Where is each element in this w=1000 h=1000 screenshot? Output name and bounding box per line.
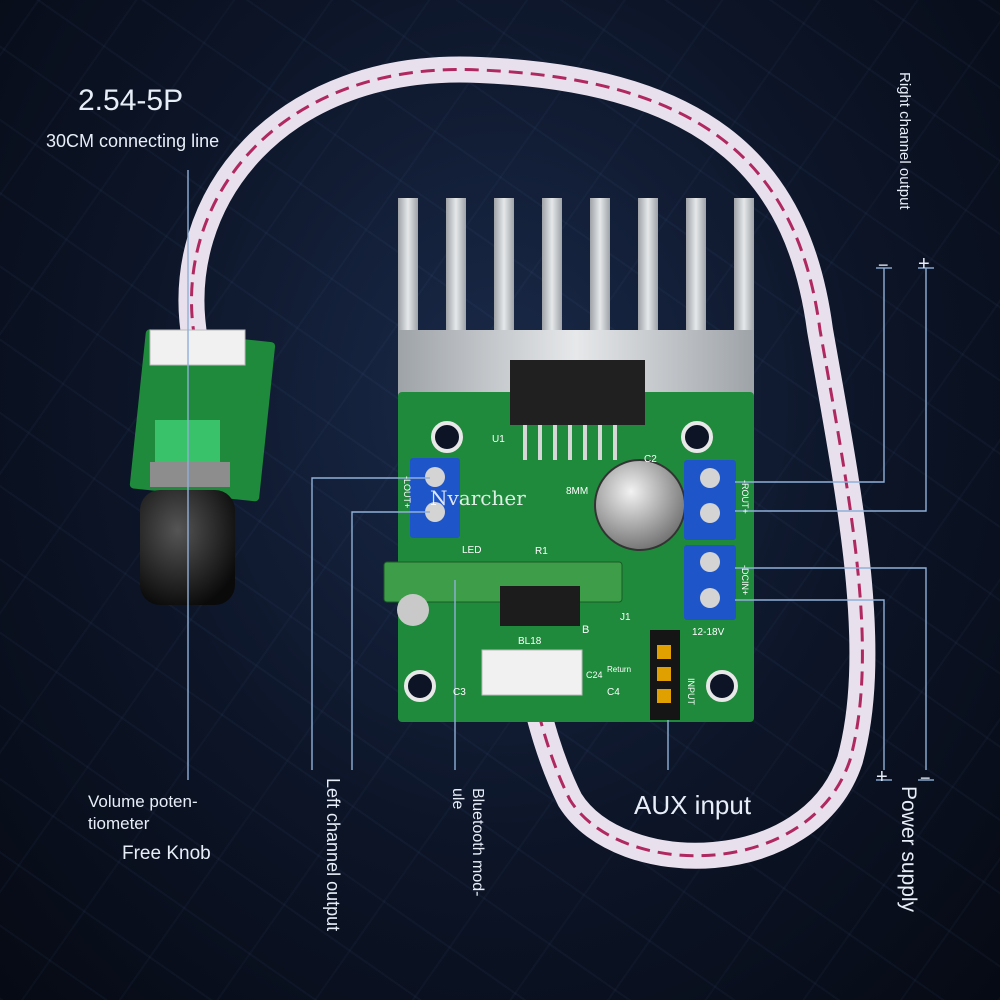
free-knob-label: Free Knob bbox=[122, 843, 211, 864]
mark-led: LED bbox=[462, 545, 481, 556]
mark-c3: C3 bbox=[453, 687, 466, 698]
mark-rout: -ROUT+ bbox=[740, 480, 750, 514]
mark-j1: J1 bbox=[620, 612, 631, 623]
volume-label-line1: Volume poten- bbox=[88, 792, 198, 811]
mark-dcin: -DCIN+ bbox=[740, 565, 750, 595]
watermark-text: Nvarcher bbox=[430, 486, 526, 510]
plus-top-label: + bbox=[918, 253, 930, 275]
power-supply-label: Power supply bbox=[897, 786, 920, 913]
ribbon-cable bbox=[178, 56, 876, 869]
mark-c2: C2 bbox=[644, 454, 657, 465]
left-channel-label: Left channel output bbox=[323, 778, 343, 932]
leader-lines bbox=[187, 170, 934, 781]
volume-label-line2: tiometer bbox=[88, 814, 150, 833]
aux-input-label: AUX input bbox=[634, 790, 752, 820]
connector-subtitle: 30CM connecting line bbox=[46, 131, 220, 151]
connector-title: 2.54-5P bbox=[78, 84, 184, 117]
mark-voltage: 12-18V bbox=[692, 627, 725, 638]
mark-b: B bbox=[582, 624, 589, 636]
minus-top-label: − bbox=[878, 255, 889, 275]
mark-r1: R1 bbox=[535, 546, 548, 557]
mark-lout: -LOUT+ bbox=[402, 476, 412, 508]
amplifier-board bbox=[383, 198, 754, 722]
mark-return: Return bbox=[607, 665, 631, 674]
plus-bottom-label: + bbox=[876, 766, 888, 788]
minus-bottom-label: − bbox=[920, 768, 931, 788]
mark-u1: U1 bbox=[492, 434, 505, 445]
mark-c4: C4 bbox=[607, 687, 620, 698]
bluetooth-label-line1: Bluetooth mod- bbox=[469, 788, 486, 897]
mark-8mm: 8MM bbox=[566, 486, 588, 497]
potentiometer-board bbox=[129, 329, 276, 605]
bluetooth-label-line2: ule bbox=[449, 788, 466, 810]
mark-input: INPUT bbox=[686, 678, 696, 706]
right-channel-label: Right channel output bbox=[896, 72, 913, 210]
mark-bl18: BL18 bbox=[518, 636, 542, 647]
mark-c24: C24 bbox=[586, 670, 603, 680]
